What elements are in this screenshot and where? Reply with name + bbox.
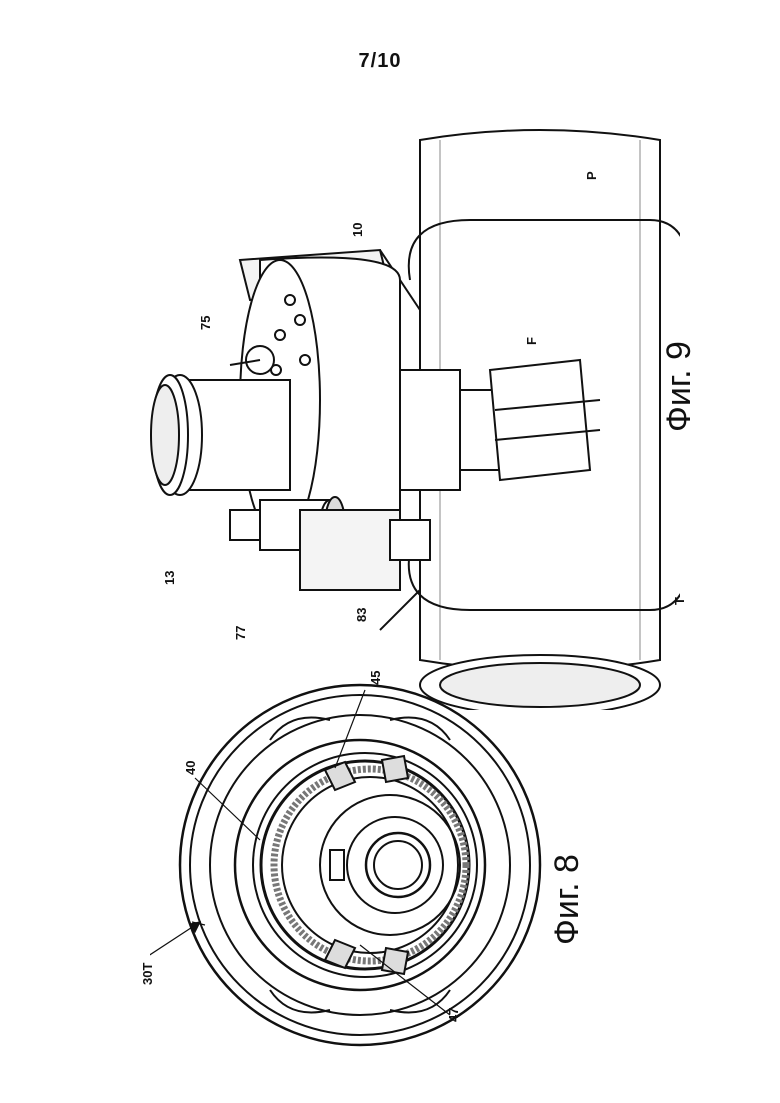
figure-8-caption: Фиг. 8: [548, 854, 587, 945]
label-83: 83: [354, 608, 369, 622]
label-30T: 30T: [140, 963, 155, 985]
label-F: F: [524, 337, 539, 345]
label-77: 77: [233, 626, 248, 640]
label-47: 47: [446, 1008, 461, 1022]
label-13: 13: [162, 571, 177, 585]
figure-9-drawing: [120, 110, 680, 710]
label-P: P: [584, 171, 599, 180]
page-number: 7/10: [340, 50, 420, 73]
label-10: 10: [350, 223, 365, 237]
figure-9-caption: Фиг. 9: [660, 341, 699, 432]
label-75: 75: [198, 316, 213, 330]
figure-8-drawing: [150, 660, 550, 1060]
label-40: 40: [183, 761, 198, 775]
label-T: T: [672, 597, 687, 605]
